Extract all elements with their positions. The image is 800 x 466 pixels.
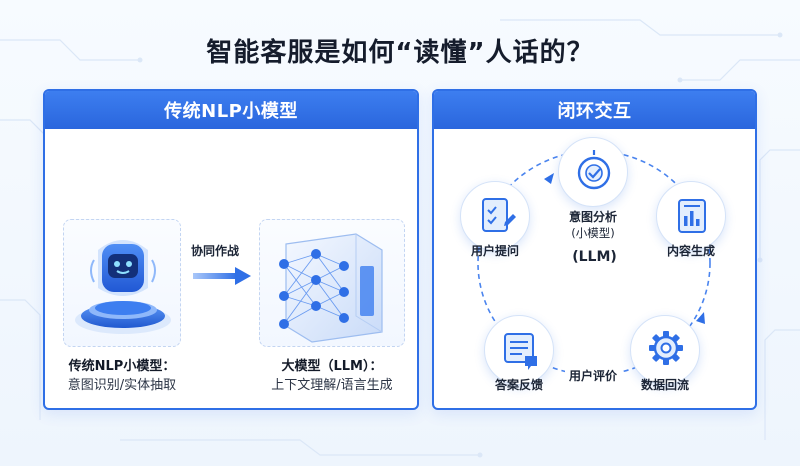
node-data-reflow-label: 数据回流 [640, 378, 689, 392]
node-data-reflow [630, 315, 700, 385]
cycle-arrow [696, 312, 705, 324]
node-content-generation-label: 内容生成 [666, 244, 715, 258]
small-model-caption: 传统NLP小模型： 意图识别/实体抽取 [55, 357, 189, 395]
large-model-card [259, 219, 405, 347]
center-llm-label: (LLM) [572, 249, 617, 265]
node-user-question [460, 181, 530, 251]
robot-icon [75, 240, 171, 334]
node-user-question-label: 用户提问 [470, 244, 519, 258]
arrow-right-icon [193, 267, 251, 285]
large-model-title: 大模型（LLM）： [281, 359, 383, 374]
large-model-desc: 上下文理解/语言生成 [271, 378, 393, 393]
node-content-generation [656, 181, 726, 251]
small-model-desc: 意图识别/实体抽取 [67, 378, 177, 393]
edge-label-user-rating: 用户评价 [565, 367, 622, 384]
small-model-title: 传统NLP小模型： [68, 359, 176, 374]
collaboration-label: 协同作战 [191, 244, 240, 258]
chat-document-icon [504, 333, 537, 370]
panel-traditional-nlp: 传统NLP小模型 [43, 89, 419, 410]
checklist-icon [482, 198, 516, 232]
neural-network-icon [279, 233, 383, 343]
panel-header-left: 传统NLP小模型 [45, 91, 417, 129]
large-model-caption: 大模型（LLM）： 上下文理解/语言生成 [255, 357, 409, 395]
document-chart-icon [678, 199, 706, 233]
panel-header-right: 闭环交互 [434, 91, 755, 129]
gear-icon [649, 331, 683, 365]
page-title: 智能客服是如何“读懂”人话的？ [206, 38, 594, 68]
node-intent-analysis-title: 意图分析 [568, 210, 617, 224]
small-model-card [63, 219, 181, 347]
node-answer-feedback-label: 答案反馈 [494, 378, 543, 392]
node-intent-analysis [558, 137, 628, 207]
panel-closed-loop: 闭环交互 (LLM) 意图分析 (小模型) [432, 89, 757, 410]
cycle-arrow [544, 173, 554, 184]
node-intent-analysis-label: 意图分析 (小模型) [548, 209, 638, 241]
node-intent-analysis-sub: (小模型) [571, 226, 615, 240]
target-check-icon [577, 150, 611, 190]
node-answer-feedback [484, 315, 554, 385]
